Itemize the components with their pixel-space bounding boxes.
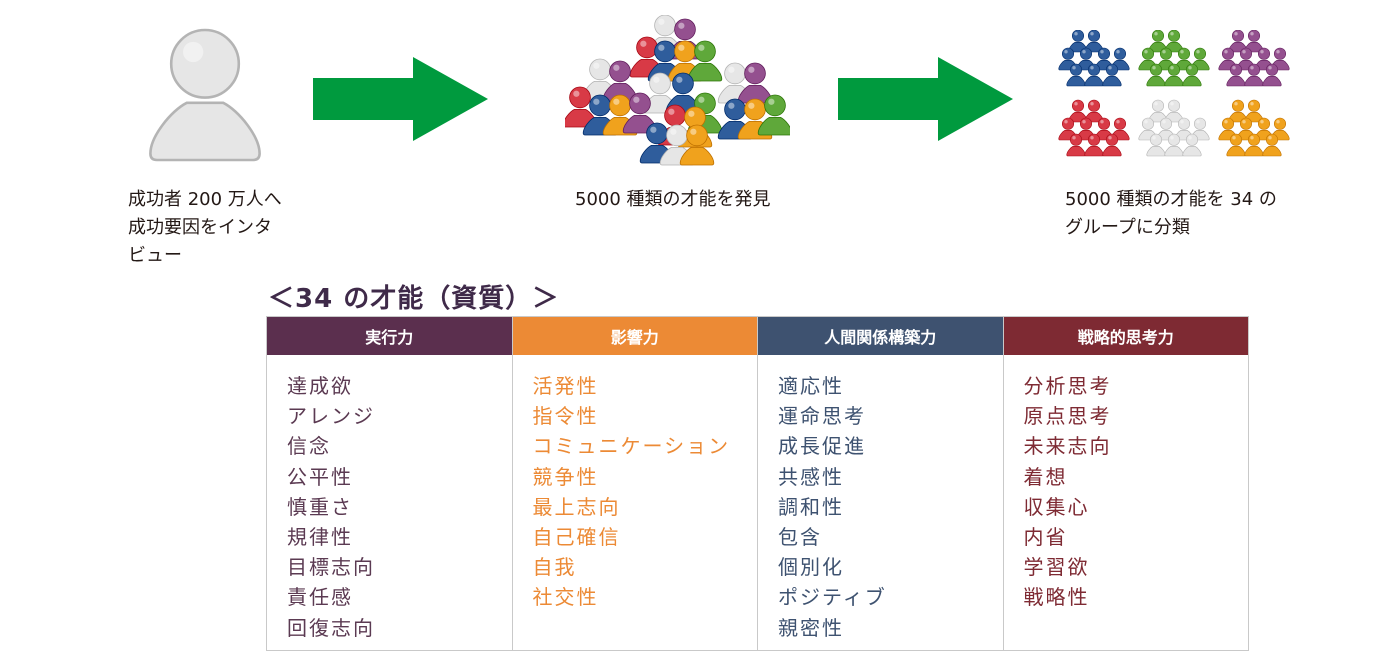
talent-item: ポジティブ: [778, 585, 887, 610]
talent-item: 目標志向: [287, 555, 375, 580]
talent-item: 戦略性: [1023, 585, 1090, 610]
talent-column-executing: 実行力 達成欲 アレンジ 信念 公平性 慎重さ 規律性 目標志向 責任感 回復志…: [267, 317, 513, 650]
talent-column-strategic: 戦略的思考力 分析思考 原点思考 未来志向 着想 収集心 内省 学習欲 戦略性: [1003, 317, 1249, 650]
talent-item: 指令性: [532, 404, 599, 429]
pawn-icon: [757, 94, 790, 136]
talent-list: 適応性 運命思考 成長促進 共感性 調和性 包含 個別化 ポジティブ 親密性: [758, 355, 1003, 643]
pawn-icon: [1262, 63, 1282, 87]
pawn-icon: [1226, 63, 1246, 87]
column-header: 影響力: [512, 317, 757, 355]
pawn-icon: [149, 28, 261, 162]
talent-item: 個別化: [778, 555, 844, 580]
pawn-icon: [1226, 133, 1246, 157]
talent-item: 調和性: [778, 494, 844, 519]
column-header: 戦略的思考力: [1003, 317, 1248, 355]
talent-item: 包含: [778, 525, 822, 550]
grouped-crowd-icon: [1058, 30, 1290, 157]
arrow-right-icon: [313, 57, 488, 141]
talent-table: 実行力 達成欲 アレンジ 信念 公平性 慎重さ 規律性 目標志向 責任感 回復志…: [266, 316, 1249, 651]
talent-item: 学習欲: [1023, 555, 1090, 580]
pawn-icon: [1156, 117, 1176, 141]
pawn-icon: [1146, 63, 1166, 87]
pawn-icon: [1068, 99, 1088, 123]
talent-list: 達成欲 アレンジ 信念 公平性 慎重さ 規律性 目標志向 責任感 回復志向: [267, 355, 512, 643]
pawn-icon: [1084, 99, 1104, 123]
talent-item: 最上志向: [532, 494, 621, 519]
talent-item: 回復志向: [287, 615, 375, 640]
pawn-icon: [1066, 133, 1086, 157]
single-person-stage: [140, 20, 270, 170]
talent-item: 達成欲: [287, 374, 353, 398]
pawn-icon: [1164, 63, 1184, 87]
talent-item: コミュニケーション: [532, 434, 731, 459]
talent-column-relationship: 人間関係構築力 適応性 運命思考 成長促進 共感性 調和性 包含 個別化 ポジテ…: [758, 317, 1004, 650]
stage-caption-classify: 5000 種類の才能を 34 の グループに分類: [1065, 189, 1277, 238]
talent-item: 競争性: [532, 464, 599, 489]
talent-item: 原点思考: [1023, 404, 1112, 429]
pawn-icon: [1066, 63, 1086, 87]
pawn-icon: [1084, 63, 1104, 87]
arrow-right-icon: [838, 57, 1013, 141]
mixed-crowd-stage: [565, 15, 790, 175]
pawn-icon: [1244, 133, 1264, 157]
talent-item: 分析思考: [1023, 374, 1112, 398]
pawn-icon: [737, 62, 773, 104]
talent-item: 信念: [287, 434, 331, 459]
pawn-icon: [1182, 133, 1202, 157]
pawn-icon: [1102, 133, 1122, 157]
pawn-icon: [1262, 133, 1282, 157]
talent-item: 内省: [1023, 525, 1068, 550]
talent-item: 自我: [532, 555, 577, 580]
talent-item: 活発性: [532, 374, 599, 398]
column-header: 実行力: [267, 317, 512, 355]
talent-item: 責任感: [287, 585, 353, 610]
talent-item: 規律性: [287, 525, 353, 550]
talent-item: 着想: [1023, 464, 1068, 489]
single-person-icon: [149, 28, 261, 162]
talent-list: 分析思考 原点思考 未来志向 着想 収集心 内省 学習欲 戦略性: [1004, 355, 1249, 613]
talent-column-influencing: 影響力 活発性 指令性 コミュニケーション 競争性 最上志向 自己確信 自我 社…: [512, 317, 758, 650]
talent-item: 共感性: [778, 464, 844, 489]
talent-item: 適応性: [778, 374, 844, 398]
pawn-icon: [1164, 133, 1184, 157]
mixed-crowd-icon: [565, 15, 790, 166]
stage-caption-discover: 5000 種類の才能を発見: [575, 189, 771, 210]
talent-item: 運命思考: [778, 404, 866, 429]
pawn-icon: [1148, 99, 1168, 123]
talent-item: 慎重さ: [287, 494, 353, 519]
pawn-icon: [1146, 133, 1166, 157]
pawn-icon: [687, 40, 723, 82]
pawn-icon: [1102, 63, 1122, 87]
pawn-icon: [1084, 133, 1104, 157]
talent-item: 自己確信: [532, 525, 621, 550]
pawn-icon: [1244, 63, 1264, 87]
pawn-icon: [1182, 63, 1202, 87]
column-header: 人間関係構築力: [758, 317, 1003, 355]
talent-item: 公平性: [287, 464, 353, 489]
stage-caption-interview: 成功者 200 万人へ 成功要因をインタ ビュー: [128, 189, 282, 266]
pawn-icon: [679, 124, 715, 166]
talent-item: 成長促進: [778, 434, 866, 459]
talent-item: アレンジ: [287, 404, 375, 429]
talent-item: 社交性: [532, 585, 599, 610]
grouped-crowd-stage: [1052, 30, 1292, 170]
talent-item: 未来志向: [1023, 434, 1112, 459]
pawn-icon: [602, 60, 638, 102]
talent-item: 親密性: [778, 615, 844, 640]
talents-title: ＜34 の才能（資質）＞: [268, 284, 560, 314]
talent-list: 活発性 指令性 コミュニケーション 競争性 最上志向 自己確信 自我 社交性: [513, 355, 758, 613]
talent-item: 収集心: [1023, 494, 1090, 519]
